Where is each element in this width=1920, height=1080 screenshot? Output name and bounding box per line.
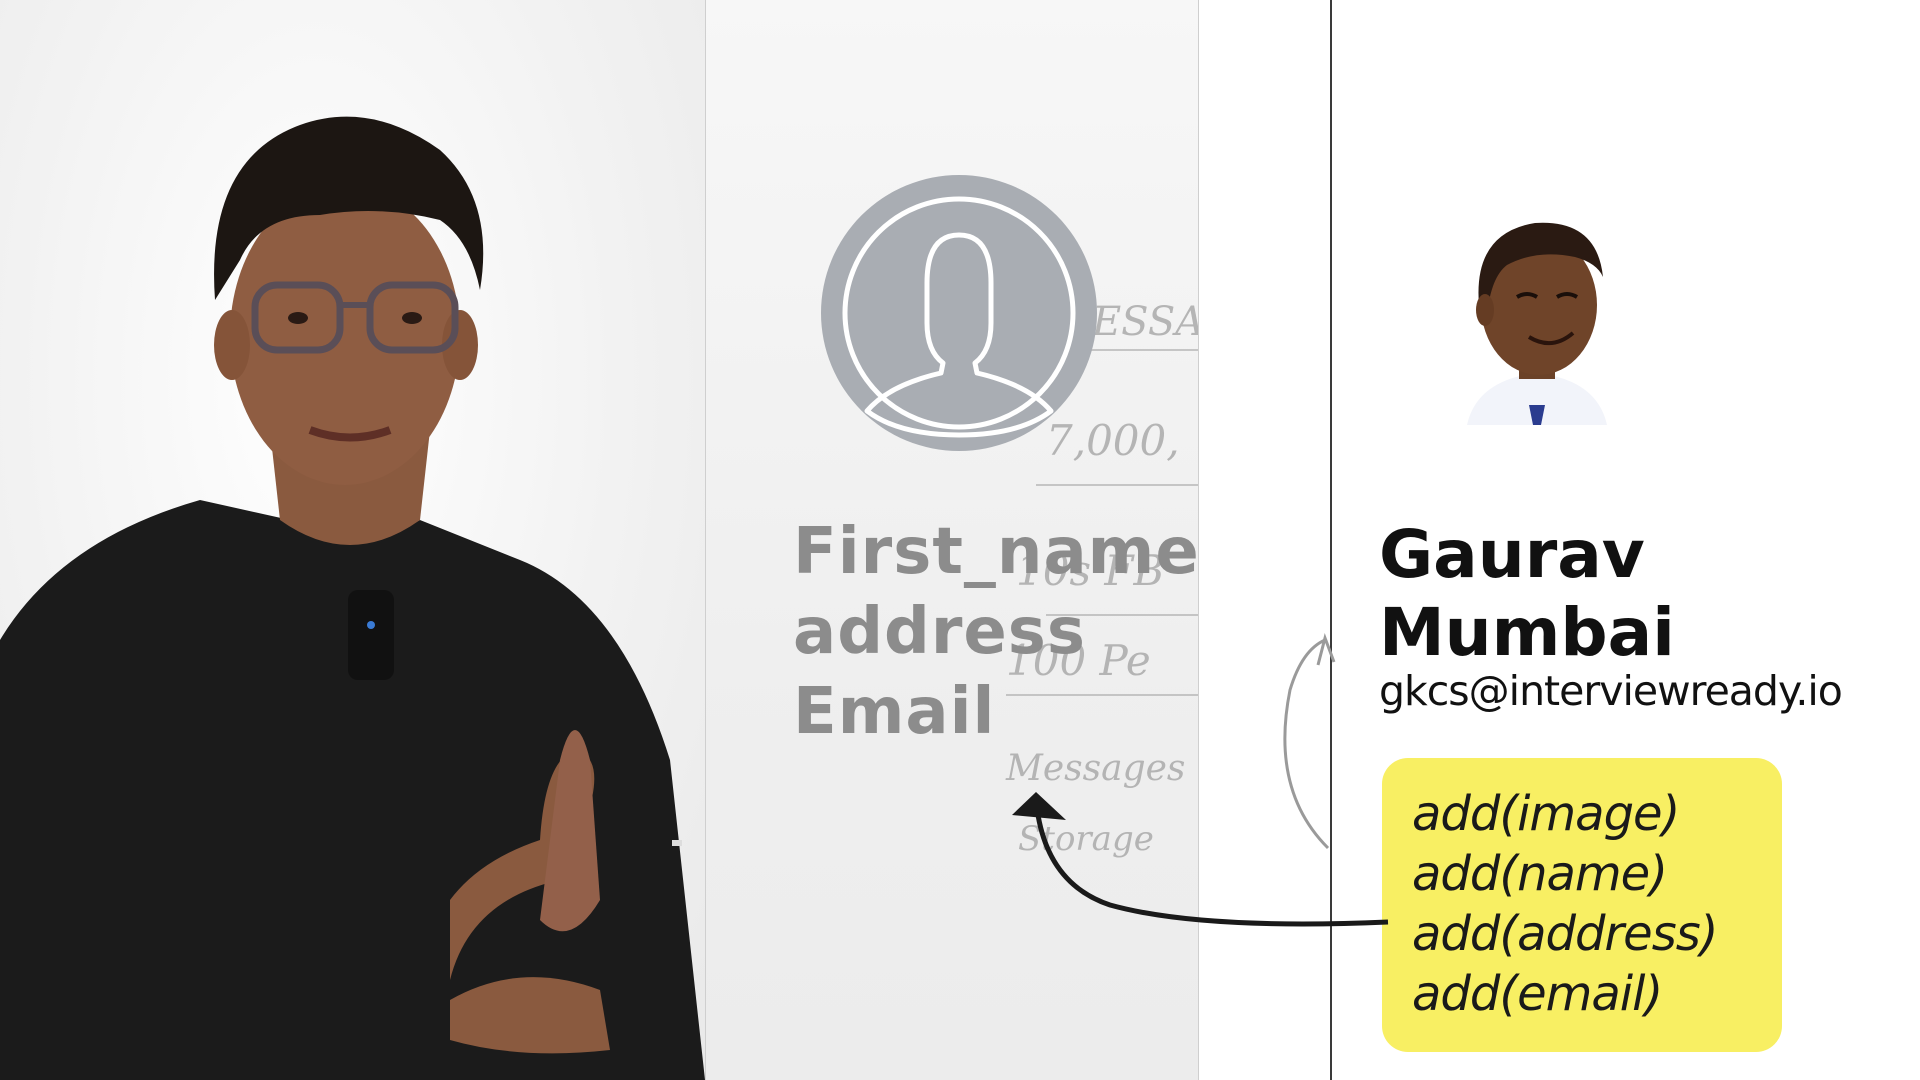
profile-template-card: MESSAG 7,000, 10s FB 100 Pe Messages Sto… [705,0,1199,1080]
whiteboard-curve [1283,638,1330,850]
note-messages: Messages [1005,748,1185,789]
user-silhouette-icon [821,175,1097,451]
user-email: gkcs@interviewready.io [1379,667,1843,715]
user-city: Mumbai [1379,594,1675,671]
presenter-figure [0,116,705,1080]
cartoon-avatar-icon [1467,222,1607,425]
note-storage: Storage [1018,819,1154,859]
filled-profile-card: Gaurav Mumbai gkcs@interviewready.io add… [1332,0,1920,1080]
builder-call-name: add(name) [1412,846,1668,902]
builder-call-address: add(address) [1412,906,1718,962]
builder-call-image: add(image) [1412,786,1680,842]
field-address: address [793,595,1086,669]
user-name: Gaurav [1379,516,1645,593]
presenter-video-region [0,0,705,1080]
builder-calls-box: add(image) add(name) add(address) add(em… [1382,758,1782,1052]
template-field-list: First_name address Email [793,512,1199,752]
builder-call-email: add(email) [1412,966,1663,1022]
field-email: Email [793,675,996,749]
field-first-name: First_name [793,515,1199,589]
builder-call-list: add(image) add(name) add(address) add(em… [1412,784,1718,1024]
divider-line [1330,0,1332,1080]
